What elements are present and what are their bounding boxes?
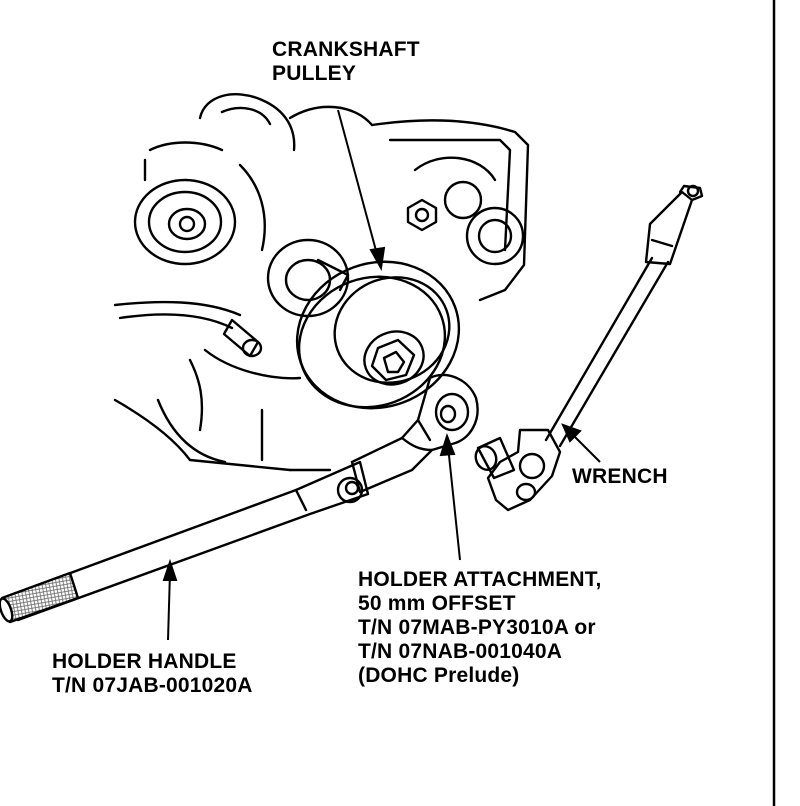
holder-handle xyxy=(0,460,370,624)
arrowhead-crankshaft xyxy=(369,246,386,272)
label-line: WRENCH xyxy=(572,465,668,488)
label-crankshaft-pulley: CRANKSHAFT PULLEY xyxy=(272,38,420,86)
label-line: CRANKSHAFT xyxy=(272,38,420,61)
arrowhead-handle xyxy=(162,558,178,581)
arrowhead-attachment xyxy=(439,432,456,457)
leader-holder-handle xyxy=(167,571,171,641)
label-line: T/N 07NAB-001040A xyxy=(358,640,563,663)
leader-holder-attachment xyxy=(447,445,461,561)
label-line: T/N 07MAB-PY3010A or xyxy=(358,616,596,639)
leader-crankshaft-pulley xyxy=(337,109,379,259)
label-line: T/N 07JAB-001020A xyxy=(52,674,253,697)
engine-block xyxy=(113,93,530,472)
label-holder-attachment: HOLDER ATTACHMENT, 50 mm OFFSET T/N 07MA… xyxy=(358,568,602,688)
wrench xyxy=(474,184,704,512)
crankshaft-pulley xyxy=(295,260,461,410)
label-line: HOLDER HANDLE xyxy=(52,650,237,673)
knurled-grip xyxy=(0,571,80,624)
label-line: (DOHC Prelude) xyxy=(358,664,520,687)
label-holder-handle: HOLDER HANDLE T/N 07JAB-001020A xyxy=(52,650,253,698)
label-wrench: WRENCH xyxy=(572,465,668,489)
arrowhead-wrench xyxy=(561,423,582,443)
label-line: PULLEY xyxy=(272,62,357,85)
label-line: HOLDER ATTACHMENT, xyxy=(358,568,602,591)
label-line: 50 mm OFFSET xyxy=(358,592,516,615)
holder-attachment xyxy=(350,373,479,494)
